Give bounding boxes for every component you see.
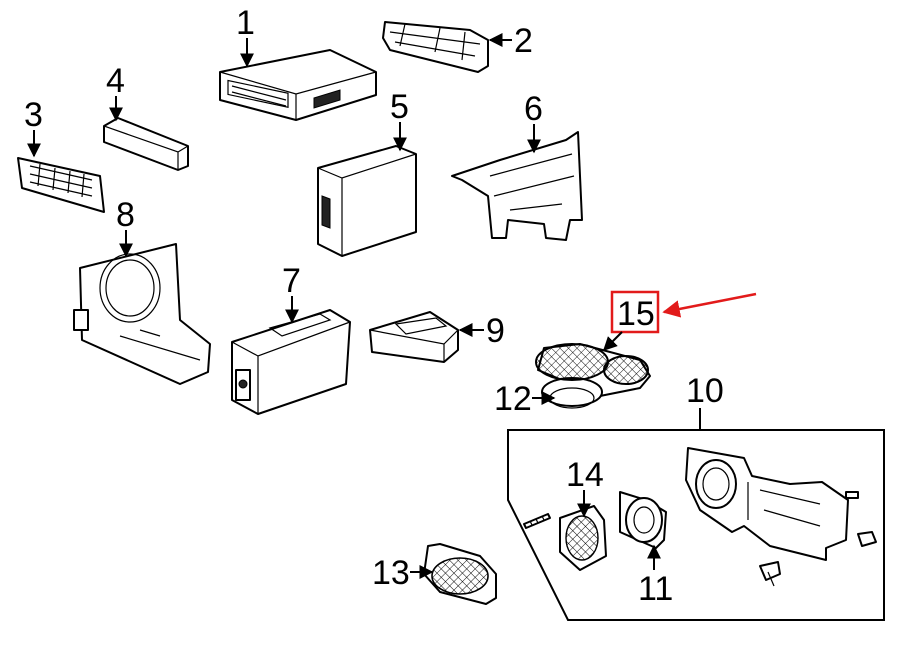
callout-12: 12: [494, 380, 532, 418]
part-bolt-right[interactable]: [857, 531, 877, 547]
callout-13: 13: [372, 554, 410, 592]
callout-5: 5: [390, 88, 409, 126]
callout-9: 9: [486, 312, 505, 350]
callout-6: 6: [524, 90, 543, 128]
part-4-cover[interactable]: [103, 117, 189, 171]
part-3-control-panel[interactable]: [17, 157, 105, 213]
part-11-tweeter[interactable]: [619, 491, 667, 549]
callout-1: 1: [236, 4, 255, 42]
part-screw-left[interactable]: [523, 513, 551, 529]
callout-4: 4: [106, 62, 125, 100]
callout-15: 15: [617, 295, 655, 333]
part-7-console-box[interactable]: [231, 309, 351, 415]
part-bolt-bottom[interactable]: [759, 561, 781, 587]
callout-3: 3: [24, 96, 43, 134]
group-box-10: [507, 429, 885, 621]
part-8-speaker-bracket[interactable]: [73, 243, 211, 385]
leader-15: [603, 331, 623, 351]
red-arrow-15: [662, 292, 757, 318]
callout-7: 7: [282, 262, 301, 300]
part-15-grille[interactable]: [535, 343, 649, 385]
part-13-rear-speaker[interactable]: [423, 543, 497, 605]
part-5-amplifier[interactable]: [317, 145, 417, 257]
callout-10: 10: [686, 372, 724, 410]
part-14-tweeter-grille[interactable]: [559, 505, 607, 571]
part-10-speaker-housing[interactable]: [685, 447, 859, 561]
callout-14: 14: [566, 456, 604, 494]
callout-8: 8: [116, 196, 135, 234]
callout-2: 2: [514, 22, 533, 60]
part-9-module[interactable]: [369, 311, 459, 363]
highlight-box-15: [610, 290, 660, 334]
callout-11: 11: [638, 570, 673, 608]
part-1-radio[interactable]: [219, 49, 377, 121]
part-6-mount-bracket[interactable]: [451, 131, 583, 241]
part-2-bracket[interactable]: [382, 21, 489, 73]
